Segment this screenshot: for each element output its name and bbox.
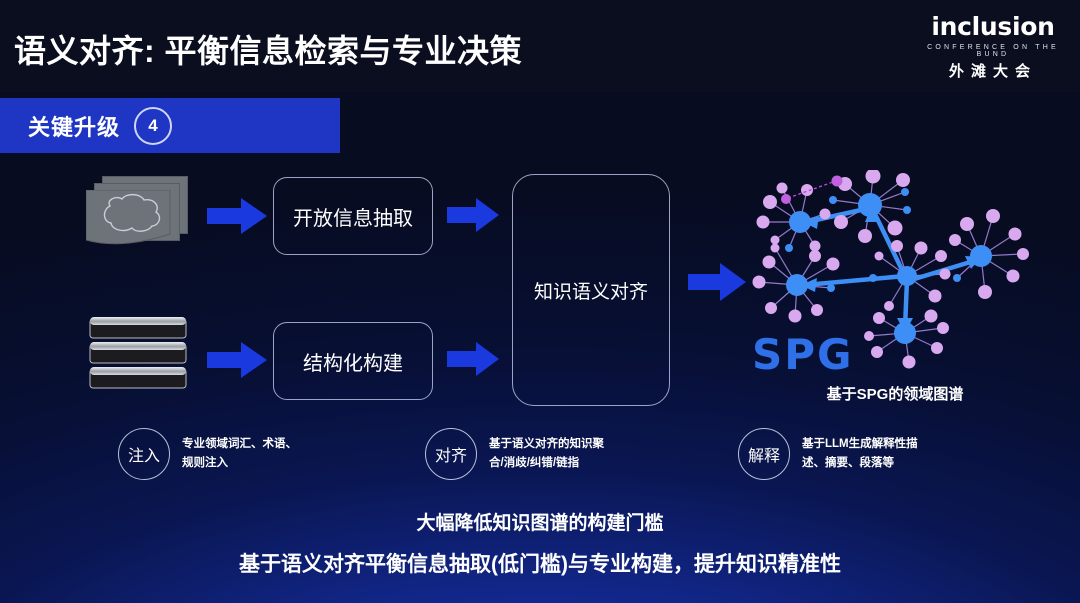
- spg-wordmark: SPG: [752, 330, 854, 379]
- key-upgrade-banner: 关键升级 4: [0, 98, 340, 153]
- annotation-align: 对齐 基于语义对齐的知识聚 合/消歧/纠错/链指: [425, 428, 604, 480]
- graph-caption: 基于SPG的领域图谱: [826, 386, 964, 403]
- arrow-db-to-build: [207, 342, 267, 378]
- logo-wordmark: inclusion: [931, 12, 1055, 41]
- spg-knowledge-graph: [745, 168, 1045, 370]
- brand-logo: inclusion CONFERENCE ON THE BUND 外滩大会: [924, 14, 1062, 79]
- annotation-text-explain: 基于LLM生成解释性描 述、摘要、段落等: [802, 438, 918, 469]
- page-title: 语义对齐: 平衡信息检索与专业决策: [14, 33, 523, 69]
- banner-number-badge: 4: [134, 106, 173, 145]
- footer-line-1: 大幅降低知识图谱的构建门槛: [416, 513, 664, 534]
- footer-line-2: 基于语义对齐平衡信息抽取(低门槛)与专业构建，提升知识精准性: [239, 553, 841, 576]
- banner-label: 关键升级: [28, 114, 121, 140]
- annotation-explain: 解释 基于LLM生成解释性描 述、摘要、段落等: [738, 428, 918, 480]
- arrow-build-to-align: [447, 342, 499, 376]
- document-stack-cloud-icon: [86, 176, 190, 252]
- arrow-extract-to-align: [447, 198, 499, 232]
- box-knowledge-semantic-alignment[interactable]: 知识语义对齐: [512, 174, 670, 406]
- annotation-badge-inject: 注入: [118, 428, 170, 480]
- annotation-badge-align: 对齐: [425, 428, 477, 480]
- box-structured-construction[interactable]: 结构化构建: [273, 322, 433, 400]
- header-bar: 语义对齐: 平衡信息检索与专业决策 inclusion CONFERENCE O…: [0, 0, 1080, 92]
- arrow-docs-to-extract: [207, 198, 267, 234]
- arrow-align-to-graph: [688, 263, 746, 301]
- annotation-text-inject: 专业领域词汇、术语、 规则注入: [182, 438, 297, 469]
- annotation-text-align: 基于语义对齐的知识聚 合/消歧/纠错/链指: [489, 438, 604, 469]
- annotation-badge-explain: 解释: [738, 428, 790, 480]
- logo-subtitle: CONFERENCE ON THE BUND: [927, 44, 1059, 58]
- database-stack-icon: [86, 315, 190, 393]
- logo-chinese-name: 外滩大会: [948, 63, 1037, 80]
- box-open-information-extraction[interactable]: 开放信息抽取: [273, 177, 433, 255]
- annotation-inject: 注入 专业领域词汇、术语、 规则注入: [118, 428, 297, 480]
